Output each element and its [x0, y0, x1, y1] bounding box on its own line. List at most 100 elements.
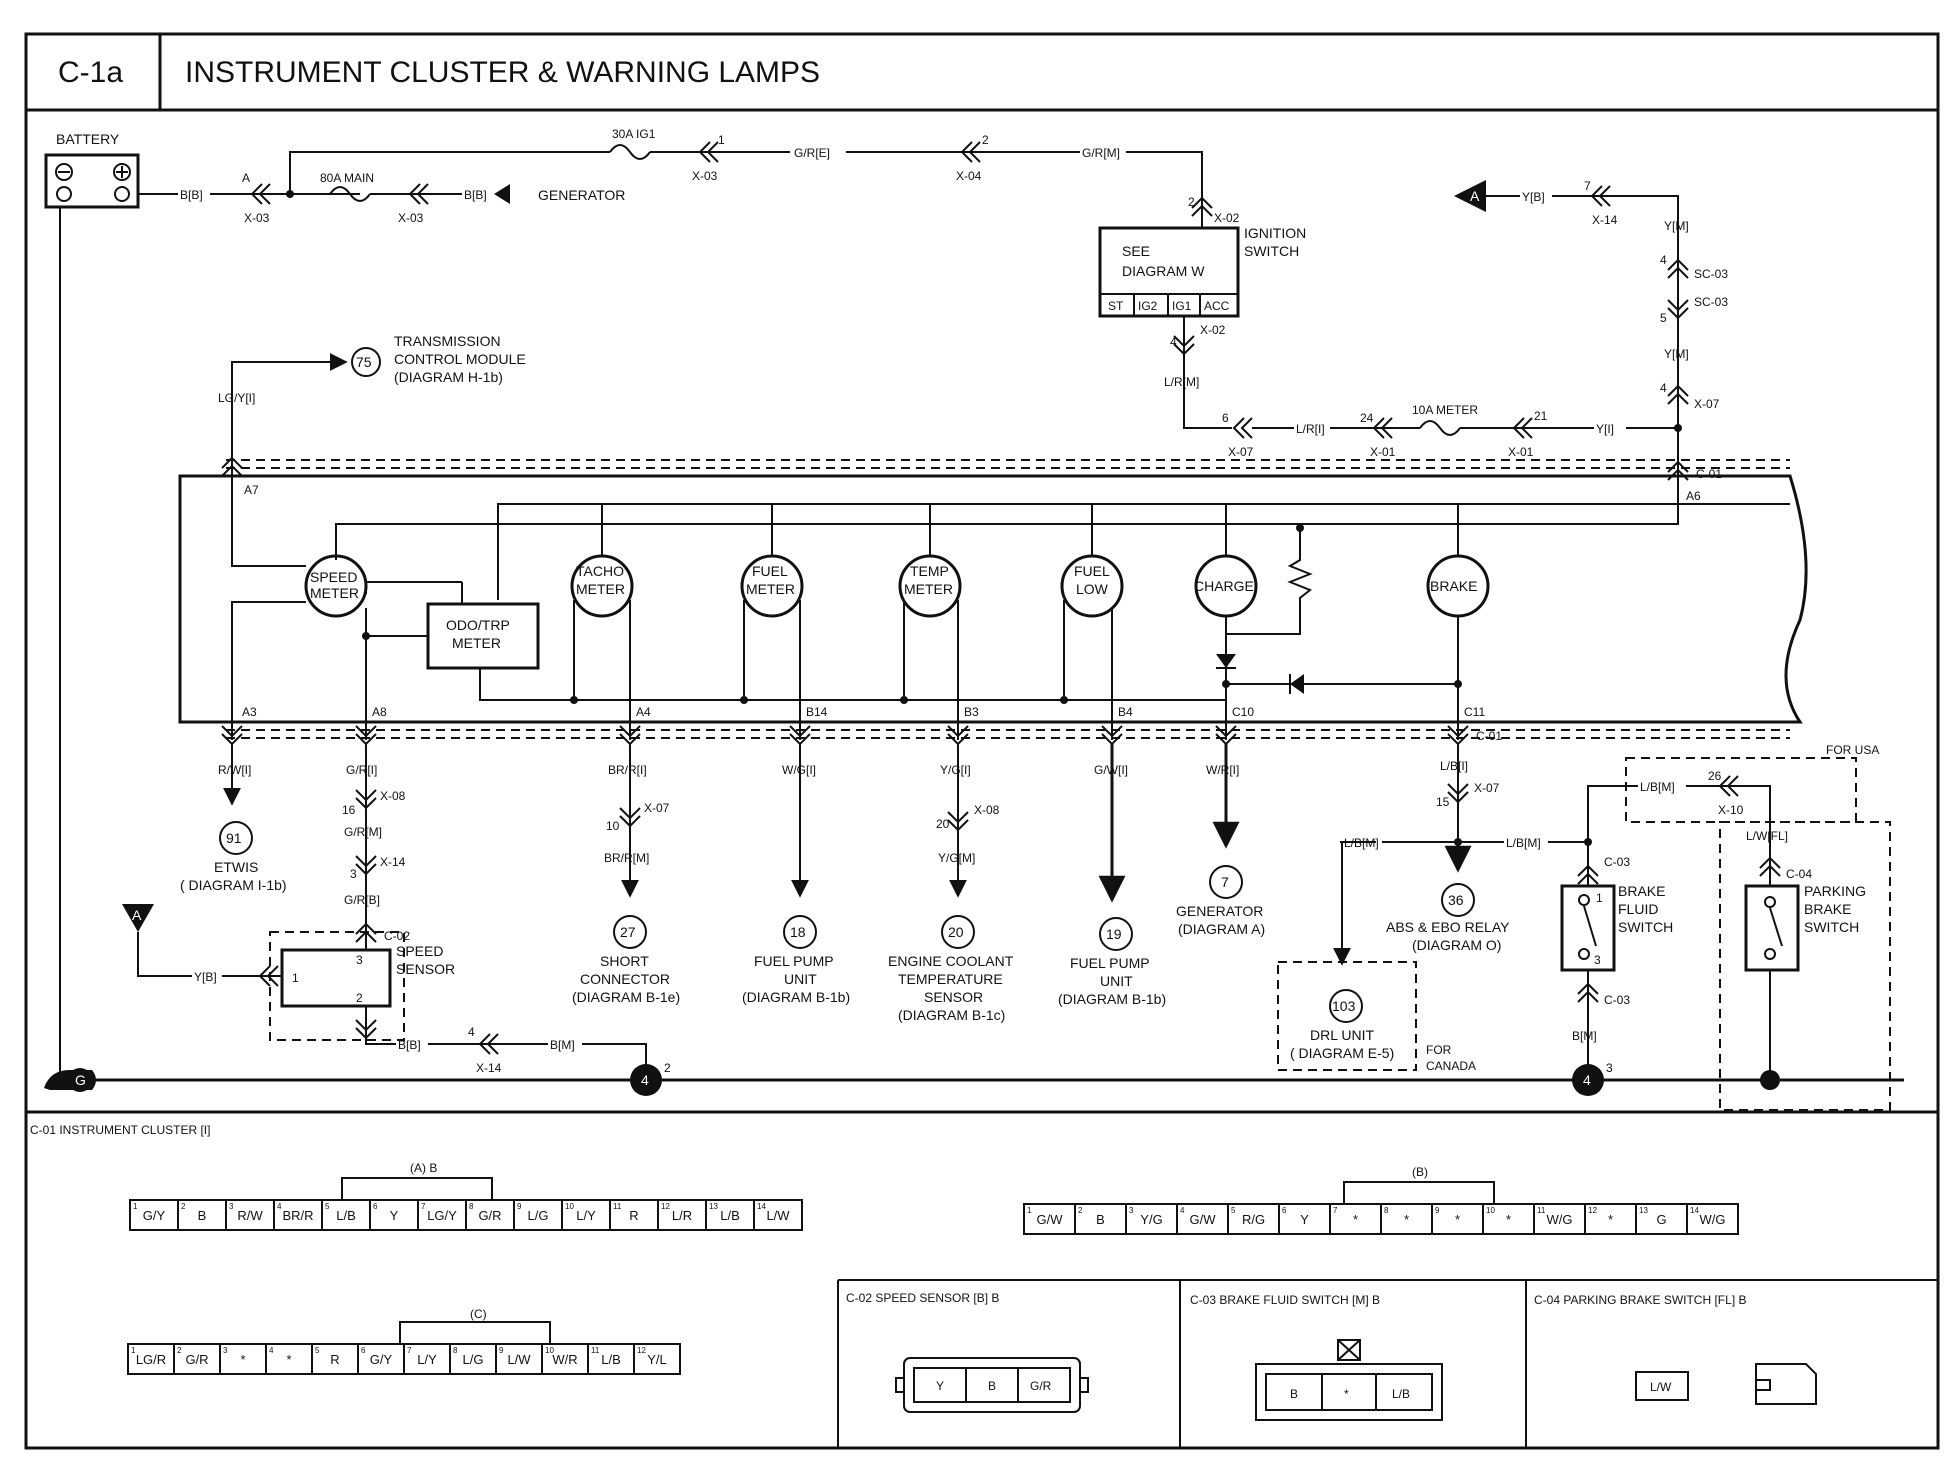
connector-x03 — [250, 183, 271, 205]
pin-index: 7 — [421, 1202, 426, 1211]
speed-sensor-label: SPEED — [396, 943, 443, 959]
arrow-a-icon — [122, 904, 154, 932]
connector-name: X-14 — [1592, 213, 1618, 227]
pin-index: 3 — [1129, 1206, 1134, 1215]
frame — [24, 32, 1940, 1450]
ref-number: 103 — [1332, 998, 1356, 1014]
connector-name: X-03 — [244, 211, 270, 225]
ref-circle — [783, 915, 817, 949]
connector-a-label: (A) B — [410, 1161, 437, 1175]
pin-cell: L/B — [720, 1208, 740, 1223]
pin-num: 3 — [1594, 953, 1601, 967]
resistor — [1226, 528, 1313, 635]
pin-cell: G/Y — [370, 1352, 393, 1367]
pin-cell: G/R — [478, 1208, 501, 1223]
c04-pin-box — [1635, 1371, 1689, 1401]
pin-cell: * — [286, 1352, 291, 1367]
see-diagram: DIAGRAM W — [1122, 263, 1205, 279]
pin-cell: G/R — [185, 1352, 208, 1367]
ref-circle — [1441, 883, 1475, 917]
fuse-label: 80A MAIN — [320, 171, 374, 185]
pin-index: 4 — [277, 1202, 282, 1211]
ref-label: (DIAGRAM B-1c) — [898, 1007, 1005, 1023]
ref-label: DRL UNIT — [1310, 1027, 1374, 1043]
pin-index: 13 — [1639, 1206, 1648, 1215]
fuse-10a-meter — [1419, 420, 1461, 436]
pin-num: 4 — [1170, 335, 1177, 349]
ref-circle — [1099, 917, 1133, 951]
pin-num: 10 — [606, 819, 620, 833]
ign-pin: ST — [1108, 299, 1124, 313]
pin-num: 5 — [1660, 311, 1667, 325]
wire-label: L/R[I] — [1296, 422, 1325, 436]
pin-index: 5 — [315, 1346, 320, 1355]
wire-label: L/B[M] — [1640, 780, 1675, 794]
ref-circle — [351, 347, 381, 377]
wire-label: B[B] — [398, 1038, 421, 1052]
pin-cell: G/W — [1190, 1212, 1217, 1227]
c02-connector — [895, 1357, 1089, 1413]
cluster-bottom-connectors — [221, 725, 1469, 746]
pin-num: A — [242, 171, 250, 185]
ref-number: 7 — [1221, 874, 1229, 890]
pin-cell: G/Y — [143, 1208, 166, 1223]
pin-index: 4 — [1180, 1206, 1185, 1215]
pin-cell: Y — [1300, 1212, 1309, 1227]
ref-circle — [941, 915, 975, 949]
pin-index: 1 — [133, 1202, 138, 1211]
pin-num: B3 — [964, 705, 979, 719]
pin-cell: L/Y — [417, 1352, 437, 1367]
pin-cell: L/R — [672, 1208, 692, 1223]
pin-cell: Y — [936, 1379, 944, 1393]
pin-index: 10 — [565, 1202, 574, 1211]
ref-circle — [219, 821, 253, 855]
connector-name: C-01 — [1476, 729, 1502, 743]
wire-label: G/R[M] — [344, 825, 382, 839]
parking-brake-label: PARKING — [1804, 883, 1866, 899]
pin-cell: Y — [390, 1208, 399, 1223]
wire-label: Y[M] — [1664, 347, 1689, 361]
pin-cell: W/G — [1547, 1212, 1573, 1227]
odo-label: ODO/TRP — [446, 617, 510, 633]
pin-num: 16 — [342, 803, 356, 817]
pin-num: 1 — [718, 133, 725, 147]
wire-label: L/B[I] — [1440, 759, 1468, 773]
pin-num: B4 — [1118, 705, 1133, 719]
wire-label: G/R[I] — [346, 763, 377, 777]
pin-index: 9 — [499, 1346, 504, 1355]
speed-sensor-label: SENSOR — [396, 961, 455, 977]
pin-num: 20 — [936, 817, 950, 831]
pin-cell-box — [633, 1343, 681, 1375]
for-canada-box — [1277, 961, 1417, 1071]
pin-num: A7 — [244, 483, 259, 497]
diode-icon — [1216, 654, 1236, 668]
c03-title: C-03 BRAKE FLUID SWITCH [M] B — [1190, 1293, 1380, 1307]
pin-index: 4 — [269, 1346, 274, 1355]
pin-index: 9 — [1435, 1206, 1440, 1215]
generator-label: GENERATOR — [538, 187, 625, 203]
fuse-label: 30A IG1 — [612, 127, 656, 141]
pin-index: 12 — [1588, 1206, 1597, 1215]
ref-number: 4 — [1583, 1072, 1591, 1088]
battery — [44, 153, 140, 209]
pin-num: 2 — [982, 133, 989, 147]
ign-pin: ACC — [1204, 299, 1230, 313]
pin-index: 11 — [613, 1202, 622, 1211]
pin-index: 11 — [1537, 1206, 1546, 1215]
pin-num: 7 — [1584, 179, 1591, 193]
connector-name: X-04 — [956, 169, 982, 183]
ign-pin: IG2 — [1138, 299, 1158, 313]
pin-index: 12 — [637, 1346, 646, 1355]
ignition-switch — [1098, 226, 1240, 318]
pin-cell: R/G — [1242, 1212, 1265, 1227]
wire-label: G/R[M] — [1082, 146, 1120, 160]
ref-number: 19 — [1106, 926, 1122, 942]
ref-label: (DIAGRAM B-1e) — [572, 989, 680, 1005]
arrow-icon — [494, 184, 510, 204]
pin-num: 2 — [356, 991, 363, 1005]
pin-cell: G — [1656, 1212, 1666, 1227]
wire-label: L/R[M] — [1164, 375, 1199, 389]
pin-num: 1 — [1596, 891, 1603, 905]
pin-cell: B — [1096, 1212, 1105, 1227]
wire-label: BR/R[I] — [608, 763, 647, 777]
